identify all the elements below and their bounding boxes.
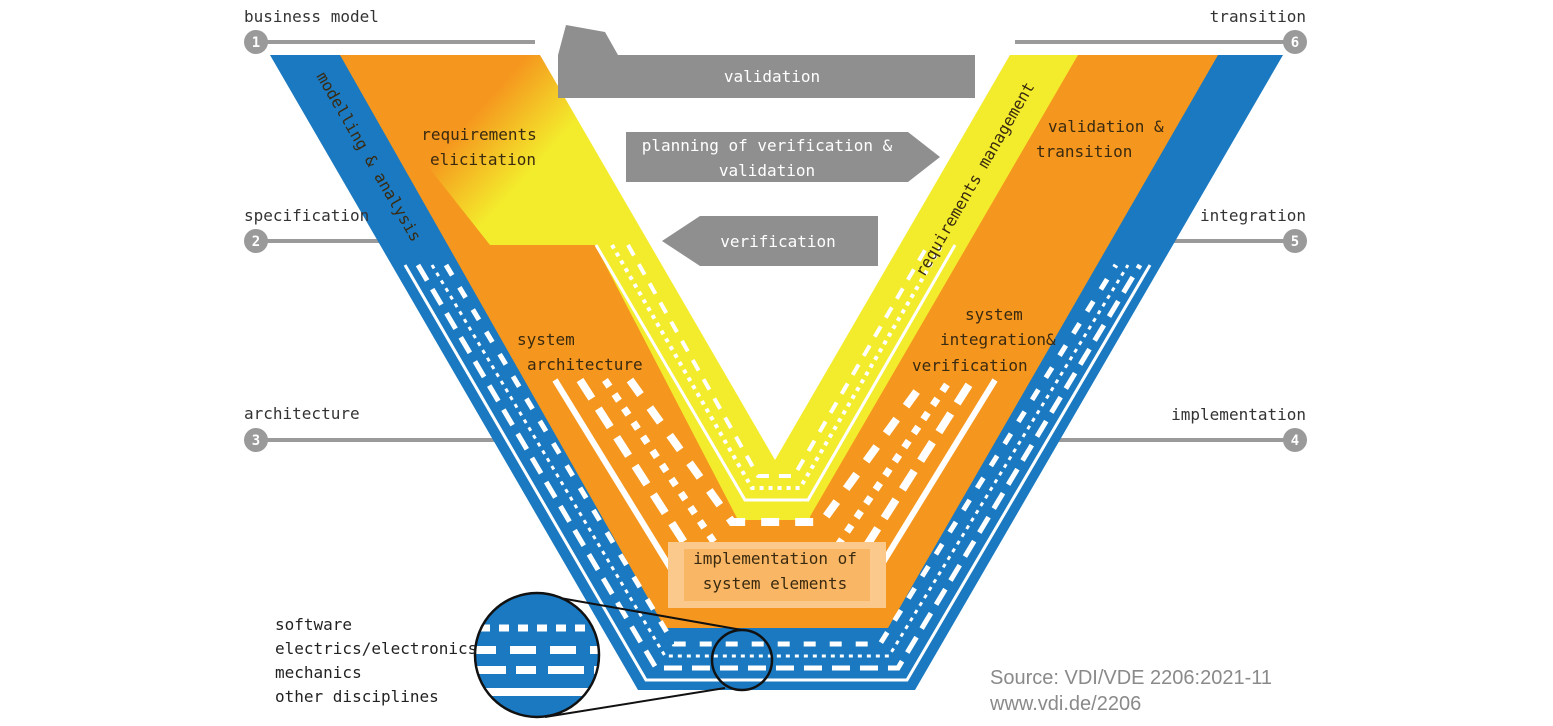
yellow-left-lower <box>590 235 810 520</box>
req-elicitation-label-line2: elicitation <box>430 150 536 169</box>
milestone-2-marker <box>244 229 268 253</box>
discipline-pattern-blue <box>403 263 1152 682</box>
milestone-2-number: 2 <box>252 234 260 250</box>
milestone-5-label: integration <box>1200 206 1306 225</box>
yellow-right-band <box>738 55 1078 520</box>
req-elicitation-label-line1: requirements <box>421 125 537 144</box>
milestone-6-marker <box>1283 30 1307 54</box>
milestone-markers <box>244 30 1307 452</box>
implementation-box <box>668 542 886 608</box>
validation-transition-label-line1: validation & <box>1048 117 1164 136</box>
system-integration-label-line3: verification <box>912 356 1028 375</box>
implementation-label-line2: system elements <box>703 574 848 593</box>
milestone-3-label: architecture <box>244 404 360 423</box>
legend-mechanics: mechanics <box>275 663 362 682</box>
milestone-3-number: 3 <box>252 433 260 449</box>
planning-label-line1: planning of verification & <box>642 136 893 155</box>
req-elicitation-gradient <box>340 55 652 245</box>
system-architecture-label-line2: architecture <box>527 355 643 374</box>
legend-software: software <box>275 615 352 634</box>
system-integration-label-line2: integration& <box>940 330 1056 349</box>
system-integration-label-line1: system <box>965 305 1023 324</box>
milestone-5-marker <box>1283 229 1307 253</box>
milestone-4-number: 4 <box>1291 433 1299 449</box>
planning-label-line2: validation <box>719 161 815 180</box>
milestone-2-label: specification <box>244 206 369 225</box>
validation-transition-label-line2: transition <box>1036 142 1132 161</box>
discipline-pattern-yellow <box>594 243 957 502</box>
system-architecture-label-line1: system <box>517 330 575 349</box>
milestone-6-label: transition <box>1210 7 1306 26</box>
implementation-label-line1: implementation of <box>693 549 857 568</box>
milestone-5-number: 5 <box>1291 234 1299 250</box>
milestone-4-label: implementation <box>1171 405 1306 424</box>
source-line2: www.vdi.de/2206 <box>989 693 1141 715</box>
milestone-1-marker <box>244 30 268 54</box>
legend-other: other disciplines <box>275 687 439 706</box>
validation-arrow <box>558 25 975 98</box>
milestone-1-label: business model <box>244 7 379 26</box>
verification-arrow <box>662 216 878 266</box>
validation-label: validation <box>724 67 820 86</box>
milestone-4-marker <box>1283 428 1307 452</box>
milestone-1-number: 1 <box>252 35 260 51</box>
discipline-magnifier <box>473 591 774 719</box>
verification-label: verification <box>720 232 836 251</box>
milestone-3-marker <box>244 428 268 452</box>
legend-electrics: electrics/electronics <box>275 639 477 658</box>
source-line1: Source: VDI/VDE 2206:2021-11 <box>990 667 1272 689</box>
milestone-6-number: 6 <box>1291 35 1299 51</box>
planning-arrow <box>626 132 940 182</box>
